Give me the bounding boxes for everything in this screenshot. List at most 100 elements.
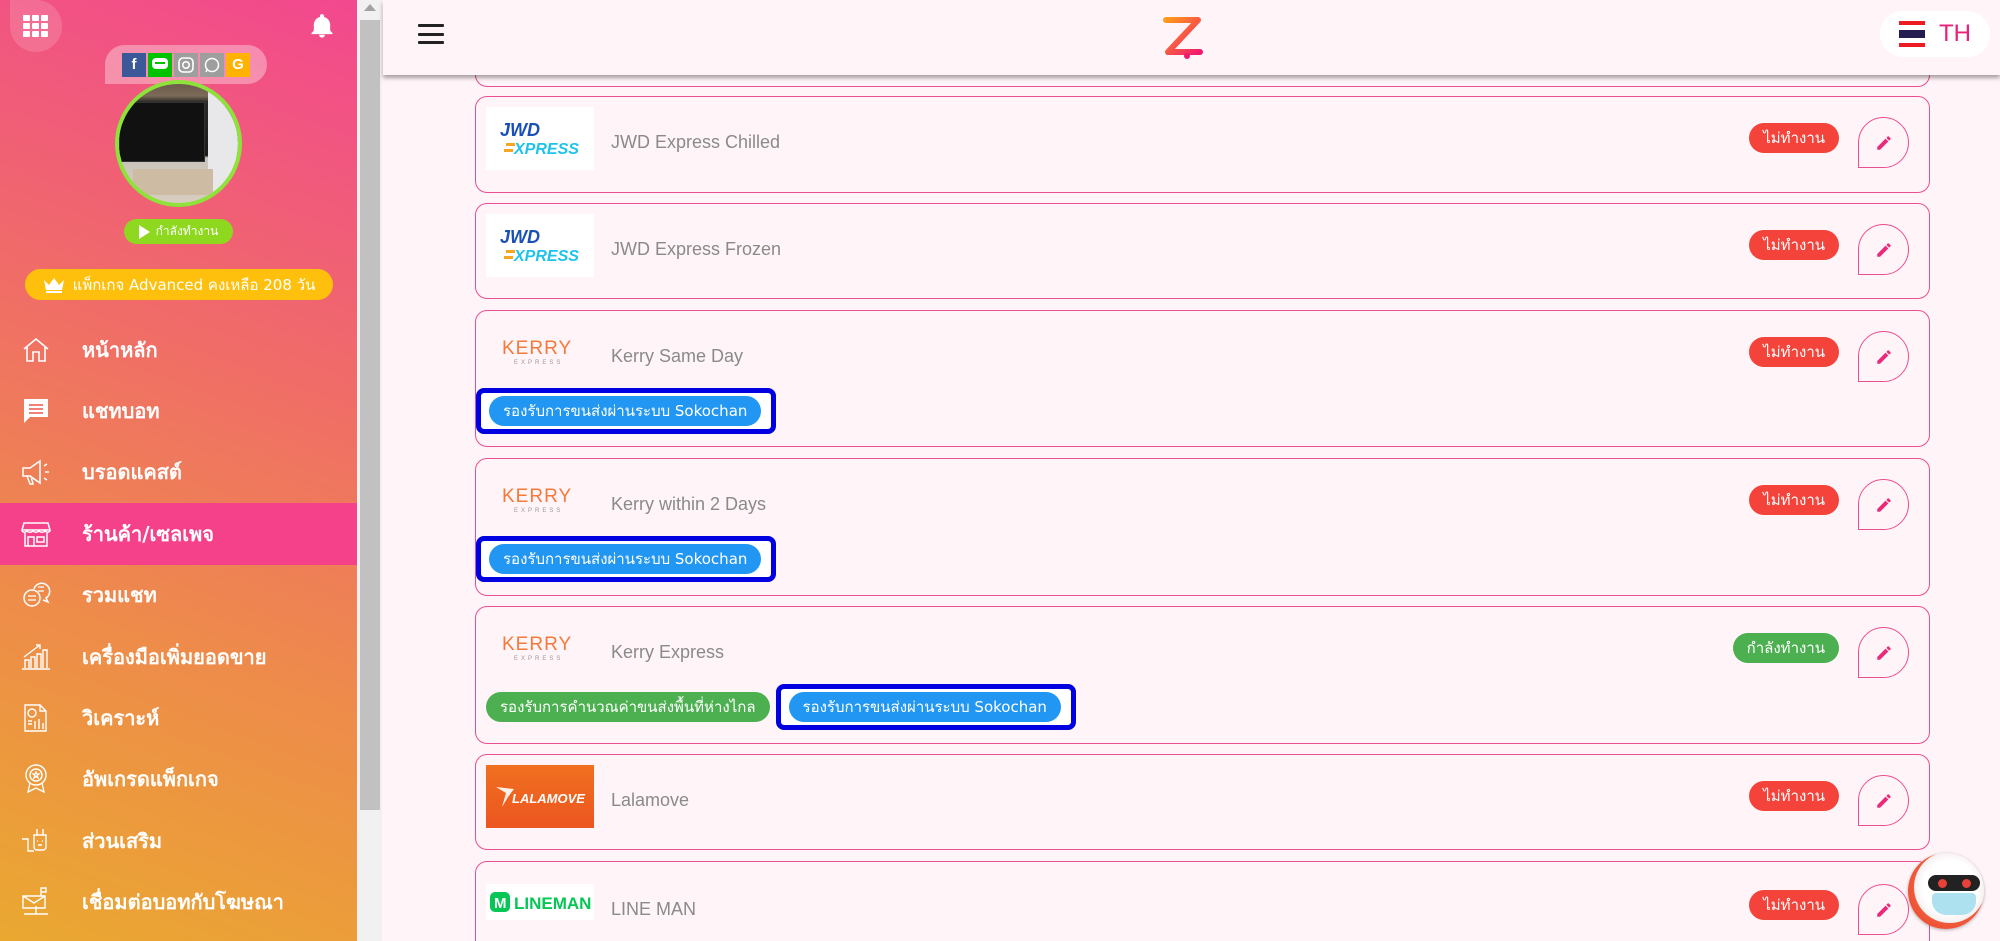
instagram-icon[interactable] [174,52,198,77]
sidebar-item-home[interactable]: หน้าหลัก [0,319,357,380]
sidebar-item-addons[interactable]: ส่วนเสริม [0,810,357,871]
pencil-icon [1876,135,1891,150]
sidebar-item-ads-connect[interactable]: เชื่อมต่อบอทกับโฆษณา [0,872,357,933]
sidebar-item-broadcast[interactable]: บรอดแคสต์ [0,442,357,503]
line-icon[interactable] [148,52,172,77]
plug-icon [22,828,47,852]
svg-text:KERRY: KERRY [502,338,572,359]
sidebar-item-label: บรอดแคสต์ [82,460,182,485]
sidebar-item-label: ร้านค้า/เซลเพจ [82,521,214,546]
chat-icon [24,399,48,424]
provider-card: M LINEMAN LINE MAN ไม่ทำงาน [475,861,1930,941]
robot-icon [1928,875,1980,891]
package-banner[interactable]: แพ็กเกจ Advanced คงเหลือ 208 วัน [25,269,333,300]
provider-name: JWD Express Frozen [611,239,782,259]
lineman-logo: M LINEMAN [486,884,594,920]
edit-button[interactable] [1858,331,1909,382]
sidebar-item-all-chats[interactable]: รวมแชท [0,565,357,626]
app-logo[interactable] [1160,14,1208,62]
provider-name: LINE MAN [611,899,697,919]
provider-name: Kerry Same Day [611,346,744,366]
top-header: TH [383,0,2000,75]
svg-text:LALAMOVE: LALAMOVE [512,791,585,806]
mailbox-icon [22,887,48,915]
scroll-up-arrow-icon[interactable] [364,4,376,11]
whatsapp-icon[interactable] [200,52,224,77]
bot-status-badge[interactable]: กำลังทำงาน [124,219,233,244]
status-badge: ไม่ทำงาน [1749,781,1839,811]
facebook-icon[interactable]: f [122,52,146,77]
svg-text:JWD: JWD [500,227,540,247]
svg-text:KERRY: KERRY [502,634,572,655]
provider-name: Lalamove [611,790,690,810]
hamburger-icon [418,24,444,27]
chat-assistant-robot-button[interactable] [1908,853,1984,929]
instagram-glyph-icon [178,56,194,73]
sidebar-item-sales-tools[interactable]: เครื่องมือเพิ่มยอดขาย [0,626,357,687]
svg-text:XPRESS: XPRESS [513,141,579,158]
play-icon [138,224,150,239]
notifications-button[interactable] [308,12,336,40]
sokochan-tag: รองรับการขนส่งผ่านระบบ Sokochan [489,544,762,574]
bot-status-label: กำลังทำงาน [155,224,219,238]
edit-button[interactable] [1858,627,1909,678]
svg-text:JWD: JWD [500,120,540,140]
sidebar-item-upgrade[interactable]: อัพเกรดแพ็กเกจ [0,749,357,810]
sidebar-item-label: รวมแชท [82,583,157,608]
sidebar-item-store[interactable]: ร้านค้า/เซลเพจ [0,503,357,565]
language-selector[interactable]: TH [1880,11,1990,57]
highlight-box: รองรับการขนส่งผ่านระบบ Sokochan [775,684,1076,730]
pencil-icon [1876,242,1891,257]
svg-text:M: M [494,895,507,912]
edit-button[interactable] [1858,884,1909,935]
svg-text:EXPRESS: EXPRESS [514,508,563,514]
sidebar-scrollbar[interactable] [358,0,382,941]
svg-text:EXPRESS: EXPRESS [514,360,563,366]
remote-area-tag: รองรับการคำนวณค่าขนส่งพื้นที่ห่างไกล [486,692,770,722]
sidebar-item-analytics[interactable]: วิเคราะห์ [0,687,357,748]
shop-avatar[interactable] [115,80,242,207]
sidebar-item-chatbot[interactable]: แชทบอท [0,380,357,441]
status-badge: ไม่ทำงาน [1749,337,1839,367]
edit-button[interactable] [1858,117,1909,168]
highlight-box: รองรับการขนส่งผ่านระบบ Sokochan [476,536,777,582]
sales-chart-icon [22,643,50,670]
edit-button[interactable] [1858,775,1909,826]
sidebar-item-label: แชทบอท [82,399,160,424]
edit-button[interactable] [1858,224,1909,275]
pencil-icon [1876,902,1891,917]
menu-toggle-button[interactable] [418,24,444,44]
edit-button[interactable] [1858,479,1909,530]
sidebar-item-label: เครื่องมือเพิ่มยอดขาย [82,644,267,669]
apps-menu-button[interactable] [10,0,62,52]
status-badge: ไม่ทำงาน [1749,123,1839,153]
whatsapp-glyph-icon [204,57,220,72]
sidebar-item-label: เชื่อมต่อบอทกับโฆษณา [82,890,284,915]
sidebar-item-label: หน้าหลัก [82,337,158,362]
svg-text:LINEMAN: LINEMAN [514,894,591,913]
chats-icon [23,582,51,607]
feature-tags: รองรับการคำนวณค่าขนส่งพื้นที่ห่างไกล รอง… [486,684,1076,730]
language-label: TH [1939,20,1971,47]
pencil-icon [1876,645,1891,660]
status-badge: กำลังทำงาน [1732,633,1839,663]
provider-name: JWD Express Chilled [611,132,781,152]
sidebar-nav: หน้าหลัก แชทบอท บรอดแคสต์ ร้านค้า/เซลเพจ… [0,319,357,933]
thai-flag-icon [1899,21,1925,47]
social-channels: f G [105,45,267,84]
lalamove-logo: LALAMOVE [486,765,594,828]
status-badge: ไม่ทำงาน [1749,890,1839,920]
google-icon[interactable]: G [226,52,250,77]
store-icon [21,522,51,547]
package-label: แพ็กเกจ Advanced คงเหลือ 208 วัน [72,275,316,294]
feature-tags: รองรับการขนส่งผ่านระบบ Sokochan [476,388,777,434]
scrollbar-thumb[interactable] [360,20,380,810]
sokochan-tag: รองรับการขนส่งผ่านระบบ Sokochan [489,396,762,426]
status-badge: ไม่ทำงาน [1749,230,1839,260]
